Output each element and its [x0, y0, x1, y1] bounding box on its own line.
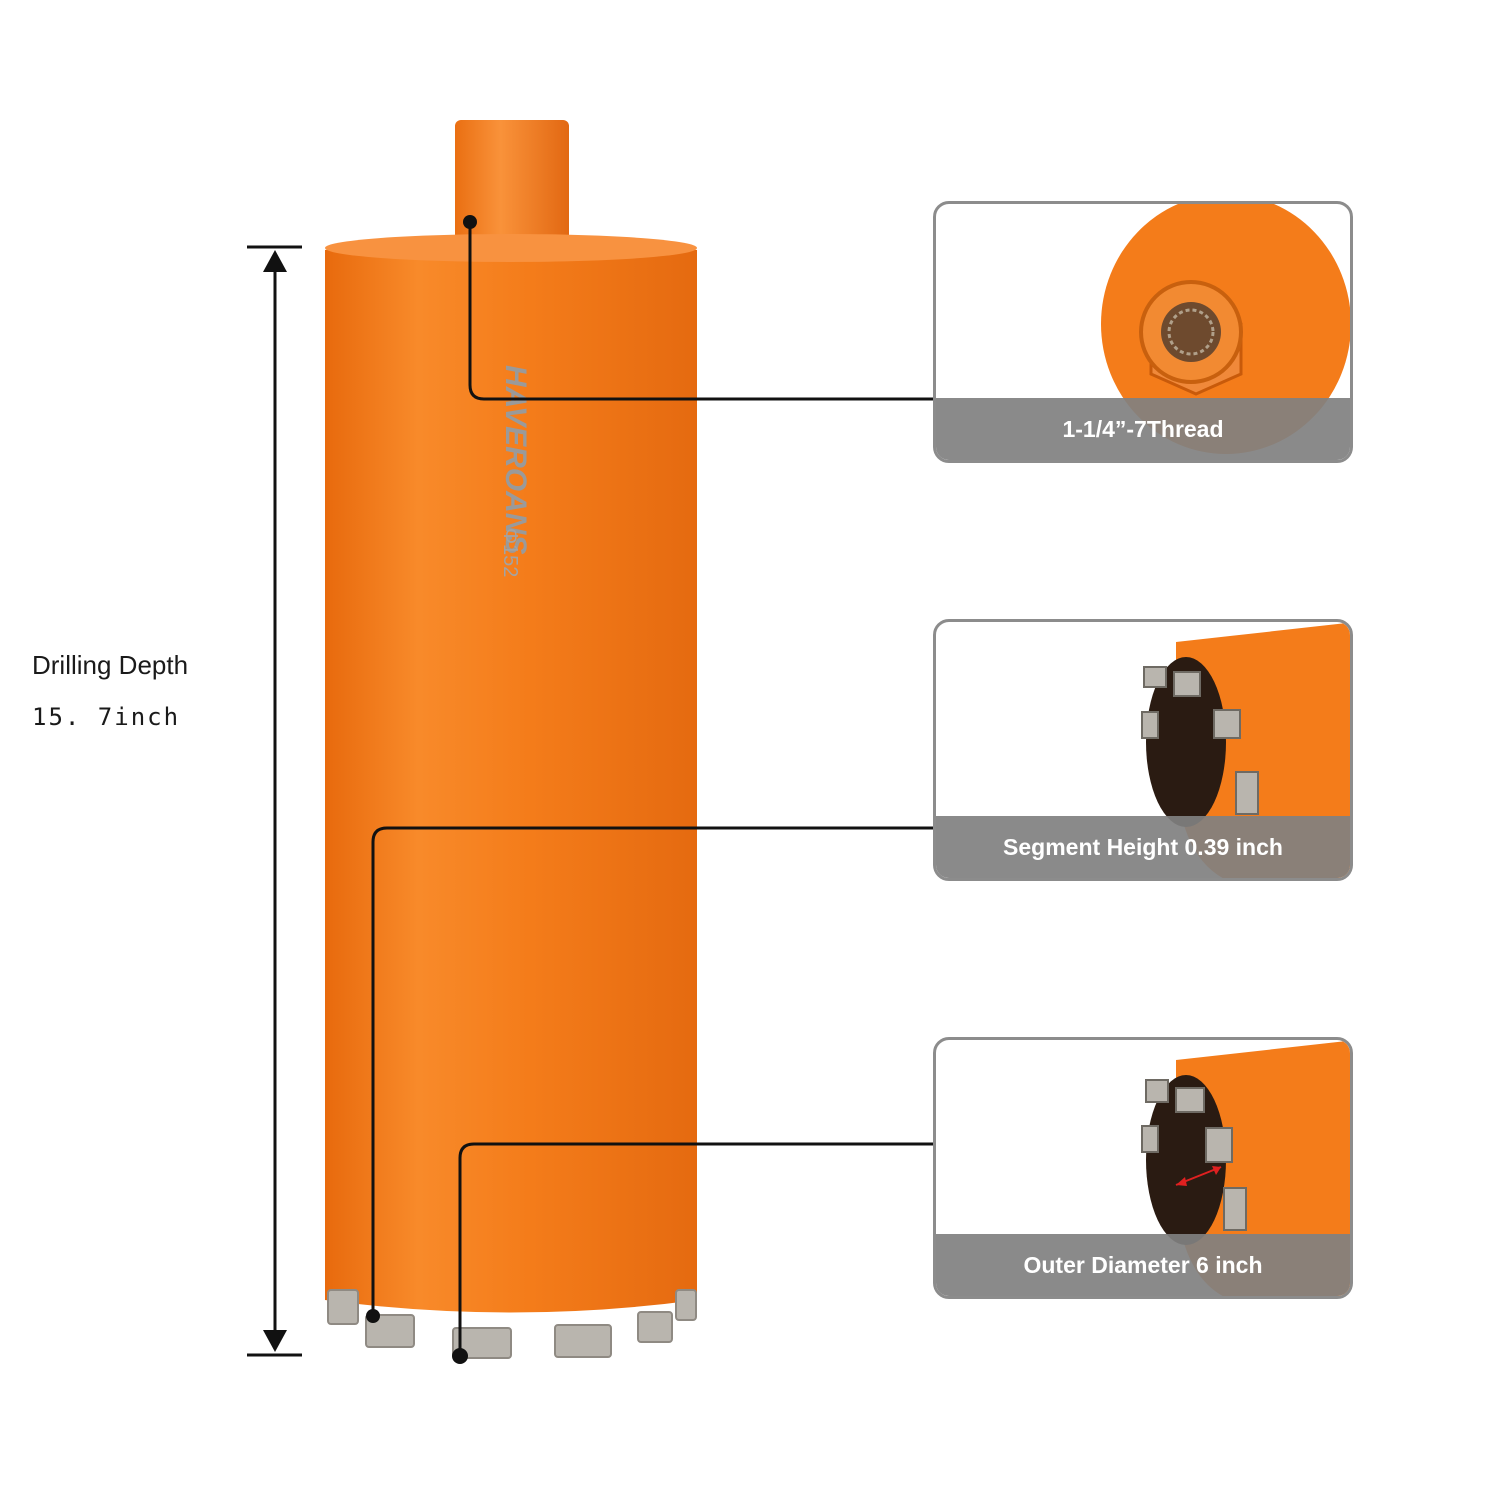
depth-dimension-arrow	[247, 245, 302, 1357]
brand-logo-text: HAVEROANS	[499, 365, 532, 554]
segment-height-caption: Segment Height 0.39 inch	[936, 816, 1350, 878]
threaded-shank	[455, 120, 569, 242]
model-text: Φ152	[499, 528, 521, 577]
segment-closeup-image	[1141, 622, 1350, 878]
drilling-depth-value: 15. 7inch	[32, 703, 181, 731]
drilling-depth-label: Drilling Depth	[32, 650, 189, 680]
leader-dots	[366, 215, 477, 1364]
diameter-measure-arrow	[1175, 1166, 1222, 1186]
callout-segment-height: Segment Height 0.39 inch	[933, 619, 1353, 881]
diameter-closeup-image	[1141, 1040, 1350, 1296]
thread-caption: 1-1/4”-7Thread	[936, 398, 1350, 460]
callout-outer-diameter: Outer Diameter 6 inch	[933, 1037, 1353, 1299]
outer-diameter-caption: Outer Diameter 6 inch	[936, 1234, 1350, 1296]
leader-lines	[371, 222, 933, 1356]
callout-thread: 1-1/4”-7Thread	[933, 201, 1353, 463]
diamond-segments	[327, 1289, 697, 1359]
thread-closeup-image	[1101, 204, 1350, 454]
drill-body	[325, 237, 697, 1313]
